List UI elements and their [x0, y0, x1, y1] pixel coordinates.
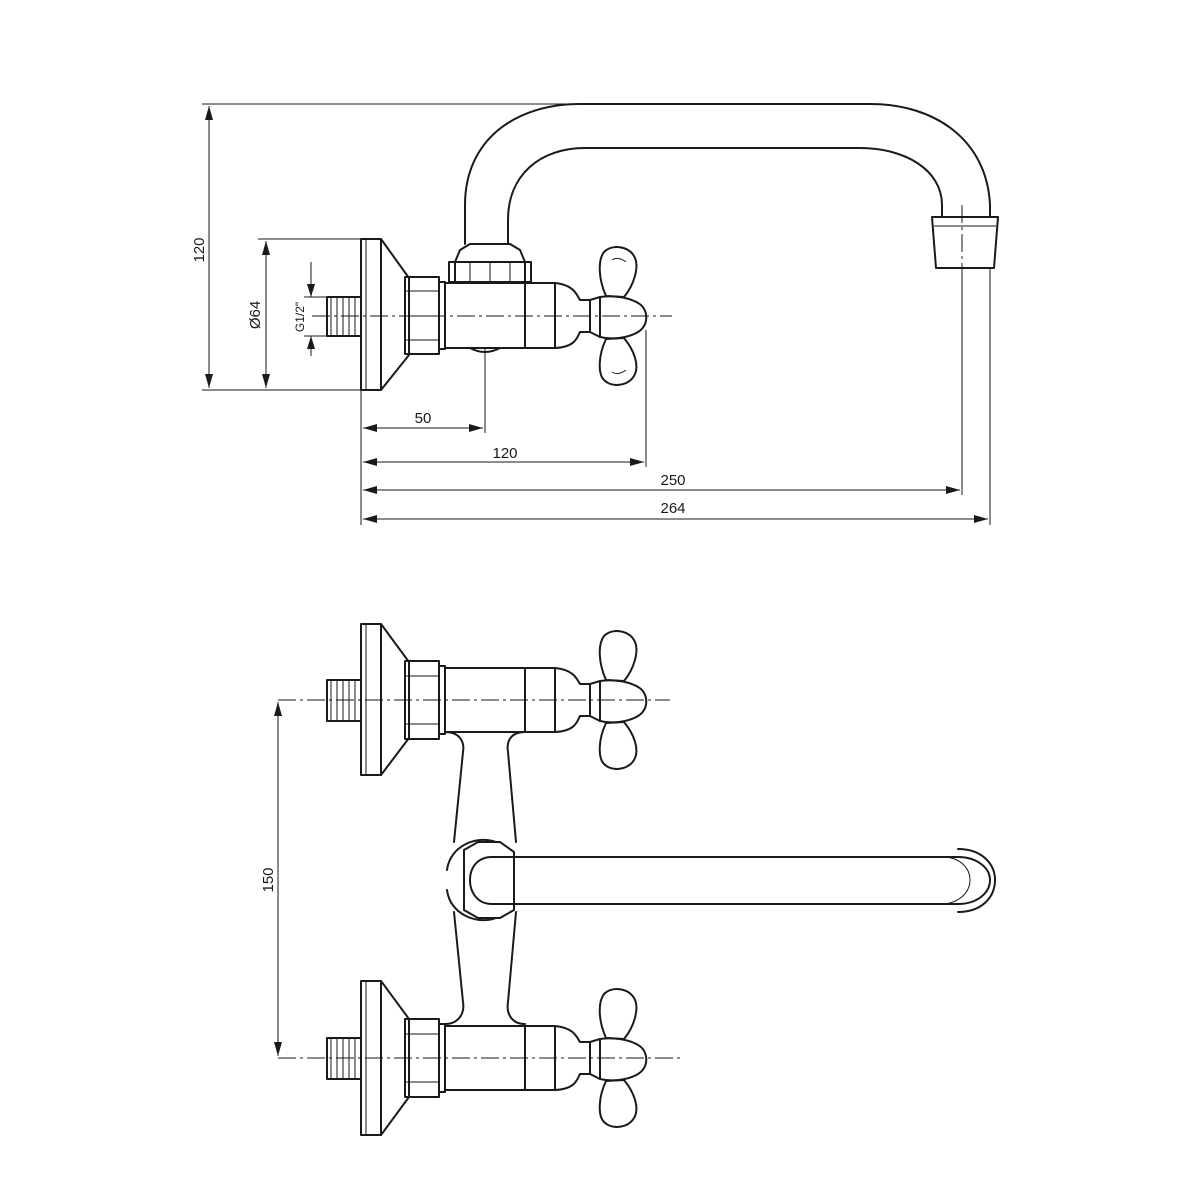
dim-50-label: 50 [415, 410, 432, 427]
dim-thread: G1/2" [293, 262, 327, 356]
dim-diameter-64-label: Ø64 [247, 301, 264, 329]
mixer-body-top [444, 731, 526, 1025]
dim-diameter-64: Ø64 [247, 238, 361, 388]
dim-thread-label: G1/2" [293, 302, 307, 332]
top-view: 150 [260, 623, 996, 1136]
wall-rosette-side [360, 238, 410, 391]
valve-assembly-lower [278, 980, 680, 1136]
dim-height-120-label: 120 [191, 237, 208, 262]
dim-horizontal: 50 120 250 264 [360, 268, 991, 525]
spout-top [469, 848, 996, 913]
spout-side [448, 103, 999, 284]
dim-spacing-150: 150 [260, 702, 282, 1056]
side-view: 120 Ø64 G1/2" [191, 103, 999, 525]
dim-height-120: 120 [191, 103, 580, 391]
cross-handle-side [598, 246, 648, 386]
dim-264-label: 264 [660, 500, 685, 517]
valve-body-side [444, 282, 601, 353]
dim-120-label: 120 [492, 445, 517, 462]
dim-250-label: 250 [660, 472, 685, 489]
dim-spacing-150-label: 150 [260, 867, 277, 892]
valve-assembly-upper [278, 623, 670, 776]
